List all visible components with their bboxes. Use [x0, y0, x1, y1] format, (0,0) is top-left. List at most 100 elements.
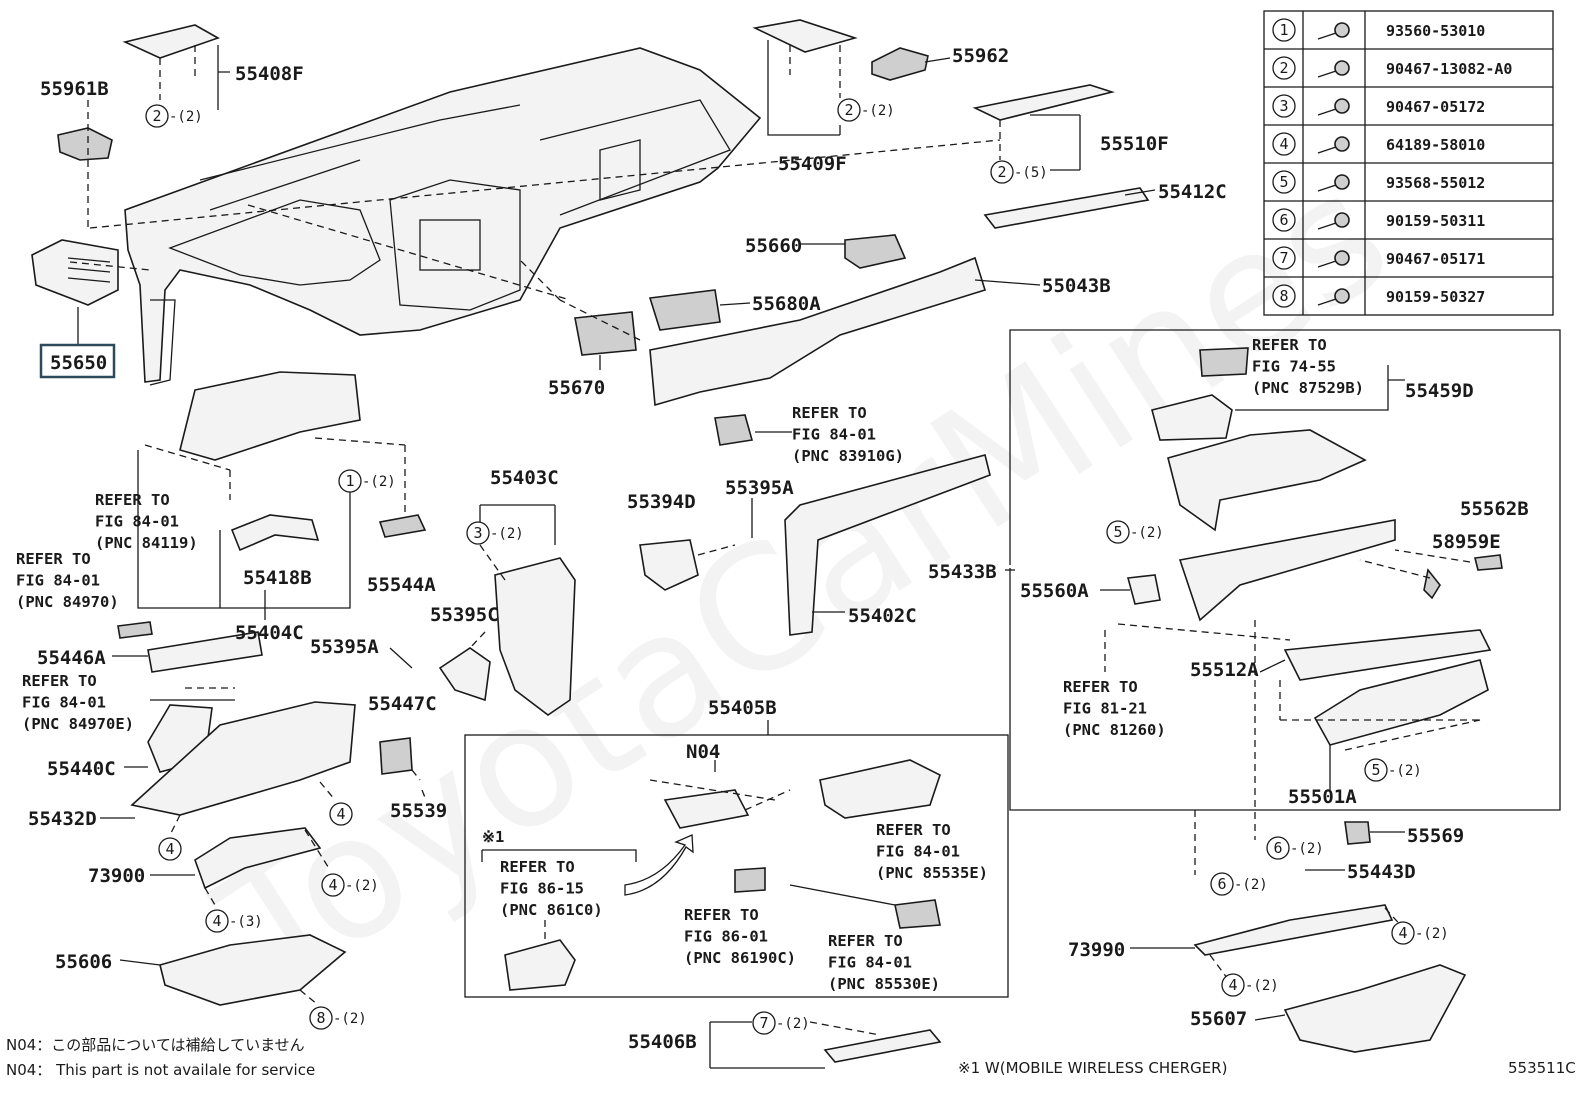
fastener-number: 3: [1279, 97, 1288, 115]
refer-line: REFER TO: [1252, 336, 1327, 354]
fastener-icon: [1317, 250, 1350, 268]
refer-line: FIG 84-01: [95, 513, 179, 531]
part-55395c-shape: [438, 647, 491, 702]
callout-2: 2-(5): [990, 160, 1048, 184]
part-55447c-shape: [379, 737, 413, 775]
callout-circle: [329, 802, 353, 826]
callout-6: 6-(2): [1266, 836, 1324, 860]
fastener-icon: [1317, 174, 1350, 192]
fastener-number: 5: [1279, 173, 1288, 191]
note-japanese: N04：この部品については補給していません: [6, 1036, 305, 1054]
callout-7: 7-(2): [752, 1011, 810, 1035]
part-55409f-shape: [752, 19, 858, 53]
callout-number: 8: [316, 1009, 325, 1027]
glovebox-inner-shape: [1167, 429, 1367, 532]
callout-quantity: -(2): [490, 526, 524, 542]
callout-4: 4: [158, 837, 182, 861]
callout-circle: [1364, 758, 1388, 782]
label-55395c: 55395C: [430, 604, 499, 626]
callout-circle: [158, 837, 182, 861]
callout-number: 6: [1217, 875, 1226, 893]
part-55446a-shape: [147, 631, 263, 673]
callout-circle: [752, 1011, 776, 1035]
part-55408f-shape: [122, 24, 220, 59]
charger-shape: [819, 759, 941, 819]
fastener-icon: [1317, 288, 1350, 306]
part-55560a-shape: [1126, 574, 1161, 605]
label-55404c: 55404C: [235, 622, 304, 644]
fastener-number-circle: [1272, 132, 1296, 156]
fastener-number: 4: [1279, 135, 1288, 153]
fastener-part-number: 90467-13082-A0: [1386, 60, 1512, 78]
part-55562b-shape: [1474, 554, 1503, 571]
callout-number: 2: [844, 101, 853, 119]
callout-circle: [1106, 520, 1130, 544]
label-55402c: 55402C: [848, 605, 917, 627]
refer-line: FIG 84-01: [876, 843, 960, 861]
callout-4: 4-(2): [321, 873, 379, 897]
option-mark: ※1: [482, 828, 504, 846]
connector-shape: [894, 899, 941, 929]
callout-2: 2-(2): [145, 104, 203, 128]
label-55510f: 55510F: [1100, 133, 1169, 155]
part-55432d-shape: [130, 701, 356, 816]
callout-number: 4: [336, 805, 345, 823]
part-55404c-shape: [179, 371, 361, 461]
label-n04: N04: [686, 741, 720, 763]
fastener-icon: [1317, 136, 1350, 154]
callout-quantity: -(2): [333, 1011, 367, 1027]
part-55607-shape: [1283, 964, 1467, 1053]
label-55395a-1: 55395A: [725, 477, 794, 499]
callout-1: 1-(2): [338, 469, 396, 493]
callout-circle: [1266, 836, 1290, 860]
callout-quantity: -(2): [1245, 978, 1279, 994]
leader-lines: [69, 40, 1561, 1069]
fastener-part-number: 90467-05171: [1386, 250, 1485, 268]
label-55512a: 55512A: [1190, 659, 1259, 681]
arrow-shape: [624, 834, 694, 896]
callout-circle: [321, 873, 345, 897]
refer-line: FIG 84-01: [792, 426, 876, 444]
refer-line: FIG 84-01: [22, 694, 106, 712]
refer-line: FIG 84-01: [828, 954, 912, 972]
callout-number: 4: [1398, 924, 1407, 942]
label-73900: 73900: [88, 865, 145, 887]
fastener-icon: [1317, 22, 1350, 40]
fastener-number-circle: [1272, 18, 1296, 42]
callout-number: 2: [997, 163, 1006, 181]
label-55443d: 55443D: [1347, 861, 1416, 883]
footnote-wireless-charger: ※1 W(MOBILE WIRELESS CHERGER): [958, 1059, 1227, 1077]
callout-4: 4-(3): [205, 909, 263, 933]
callout-quantity: -(2): [776, 1016, 810, 1032]
part-n04-shape: [663, 789, 750, 829]
label-55409f: 55409F: [778, 153, 847, 175]
label-55406b: 55406B: [628, 1031, 697, 1053]
callout-quantity: -(2): [1290, 841, 1324, 857]
callout-6: 6-(2): [1210, 872, 1268, 896]
refer-line: (PNC 84970E): [22, 715, 134, 733]
callout-quantity: -(2): [345, 878, 379, 894]
callout-quantity: -(2): [861, 103, 895, 119]
callout-circle: [990, 160, 1014, 184]
label-55447c: 55447C: [368, 693, 437, 715]
charger-bracket-shape: [504, 939, 576, 991]
part-55680a-shape: [648, 289, 721, 331]
label-55544a: 55544A: [367, 574, 436, 596]
label-sticker-shape: [1199, 347, 1249, 377]
refer-line: REFER TO: [16, 550, 91, 568]
note-english: N04： This part is not availale for servi…: [6, 1061, 315, 1079]
callout-quantity: -(2): [1388, 763, 1422, 779]
label-55440c: 55440C: [47, 758, 116, 780]
highlight-box: [39, 343, 116, 379]
callout-circle: [145, 104, 169, 128]
label-55043b: 55043B: [1042, 275, 1111, 297]
fastener-number-circle: [1272, 208, 1296, 232]
